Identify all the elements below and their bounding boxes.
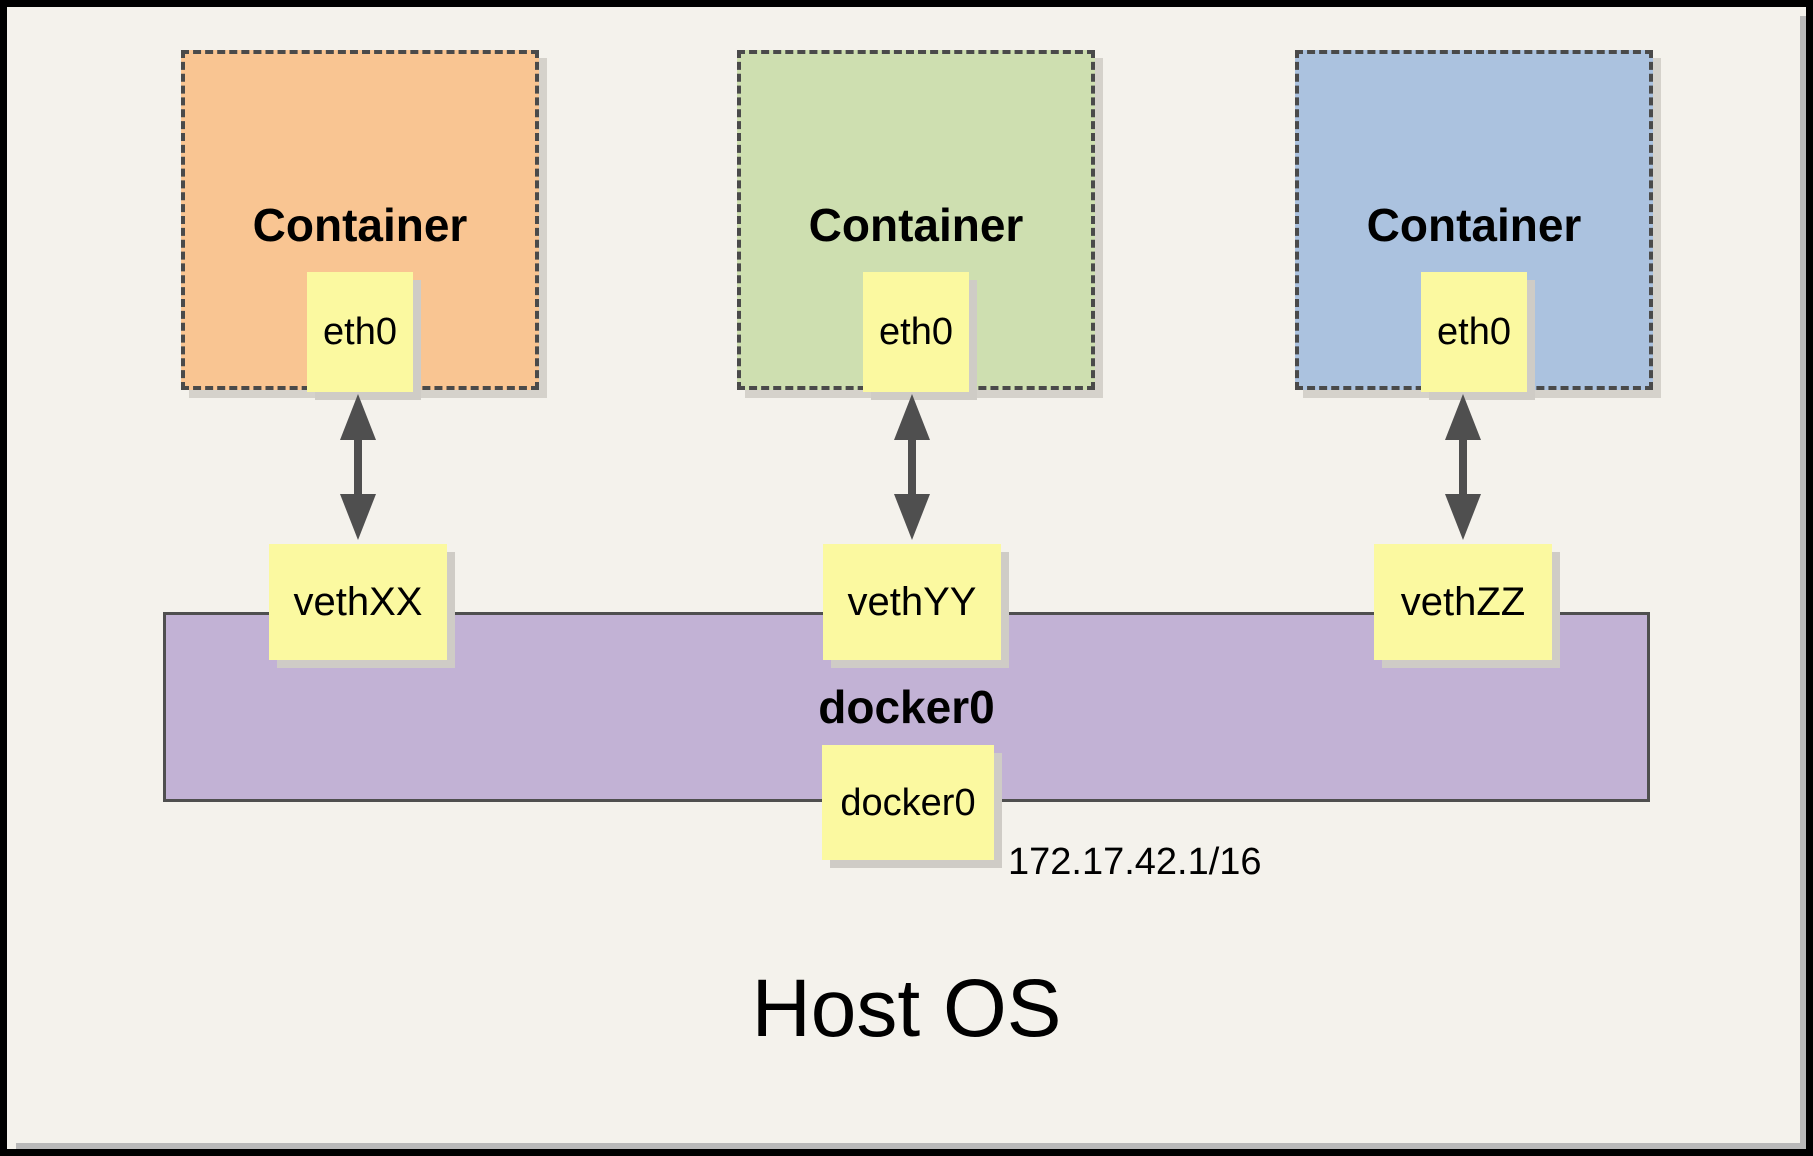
double-arrow-icon-1 <box>340 394 376 540</box>
container-box-1: Container eth0 <box>181 50 539 392</box>
docker0-interface-box: docker0 <box>822 745 994 860</box>
double-arrow-icon-2 <box>894 394 930 540</box>
double-arrow-icon-3 <box>1445 394 1481 540</box>
container-box-3: Container eth0 <box>1295 50 1653 392</box>
container-3-title: Container <box>1366 199 1582 251</box>
bridge-ip-label: 172.17.42.1/16 <box>1008 841 1262 883</box>
container-3-eth0-interface-box: eth0 <box>1421 272 1527 392</box>
vethxx-box: vethXX <box>269 544 447 660</box>
vethzz-box: vethZZ <box>1374 544 1552 660</box>
container-box-2: Container eth0 <box>737 50 1095 392</box>
container-1-eth0-interface-box: eth0 <box>307 272 413 392</box>
page-edge-shadow-right <box>1800 16 1806 1149</box>
container-2-title: Container <box>808 199 1024 251</box>
docker0-bridge-label: docker0 <box>818 681 995 733</box>
vethyy-box: vethYY <box>823 544 1001 660</box>
page-edge-shadow-bottom <box>16 1143 1806 1149</box>
container-1-title: Container <box>252 199 468 251</box>
container-2-eth0-interface-box: eth0 <box>863 272 969 392</box>
host-os-label: Host OS <box>751 963 1062 1054</box>
